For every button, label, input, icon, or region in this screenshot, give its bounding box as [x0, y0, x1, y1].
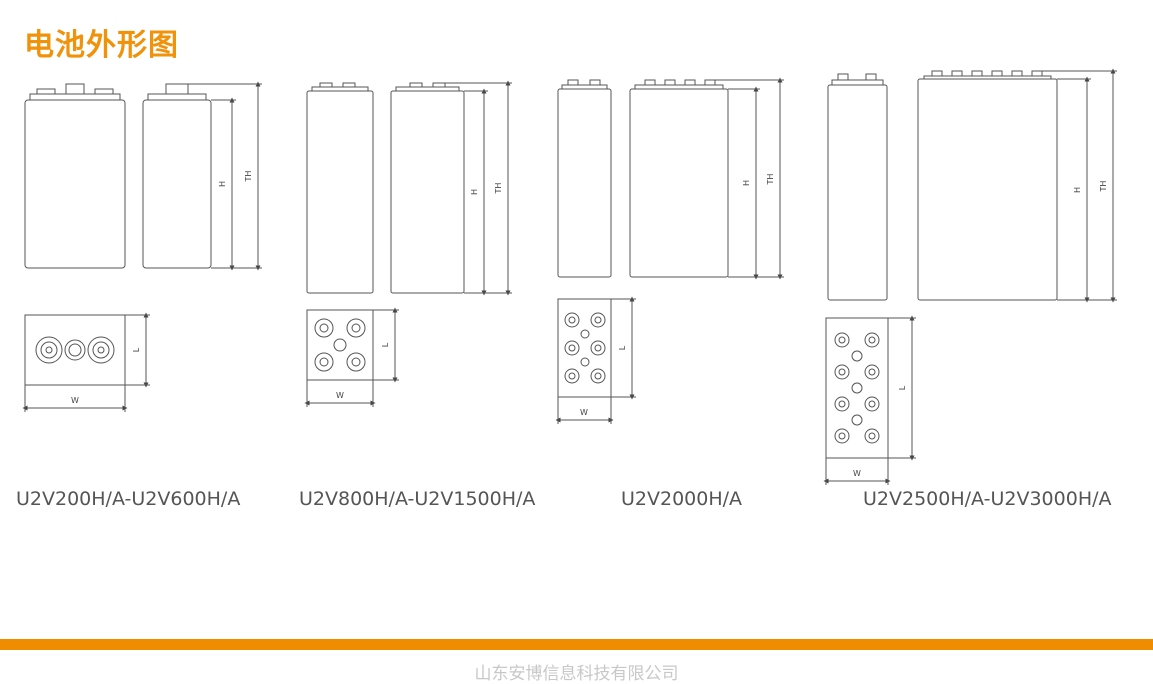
- dim-l-4: L: [898, 385, 907, 390]
- footer-accent-bar: [0, 639, 1153, 650]
- dim-l-3: L: [618, 345, 627, 350]
- dim-th-3: TH: [766, 174, 775, 186]
- dim-h-2: H: [470, 189, 479, 195]
- dim-w-4: W: [853, 469, 861, 478]
- page-title: 电池外形图: [24, 28, 179, 63]
- model-label-1: U2V200H/A-U2V600H/A: [16, 488, 241, 510]
- battery-2-front-view: [306, 82, 374, 294]
- model-label-4: U2V2500H/A-U2V3000H/A: [863, 488, 1112, 510]
- dim-th-2: TH: [494, 183, 503, 195]
- battery-3-side-view: [629, 79, 729, 278]
- dim-w-3: W: [580, 408, 588, 417]
- battery-4-side-view: [917, 70, 1058, 301]
- battery-4-top-view: [825, 317, 889, 459]
- battery-outline-drawings: H TH W L H TH W L H TH W L H TH W L: [22, 68, 1117, 485]
- dim-th-1: TH: [244, 171, 253, 183]
- dim-h-4: H: [1073, 187, 1082, 193]
- model-label-2: U2V800H/A-U2V1500H/A: [299, 488, 536, 510]
- battery-4-front-view: [827, 73, 888, 301]
- dim-th-4: TH: [1099, 181, 1108, 193]
- battery-1-top-view: [24, 314, 126, 386]
- footer-company: 山东安博信息科技有限公司: [474, 664, 679, 684]
- battery-2-top-view: [306, 309, 374, 381]
- battery-1-front-view: [24, 83, 126, 269]
- battery-3-top-view: [557, 298, 612, 398]
- dim-w-2: W: [336, 391, 344, 400]
- dim-h-3: H: [742, 180, 751, 186]
- model-label-3: U2V2000H/A: [621, 488, 743, 510]
- battery-2-side-view: [390, 82, 465, 294]
- battery-3-front-view: [557, 79, 612, 278]
- dim-w-1: W: [71, 396, 79, 405]
- dim-h-1: H: [218, 181, 227, 187]
- battery-1-side-view: [142, 83, 212, 269]
- dim-l-1: L: [132, 347, 141, 352]
- dim-l-2: L: [381, 342, 390, 347]
